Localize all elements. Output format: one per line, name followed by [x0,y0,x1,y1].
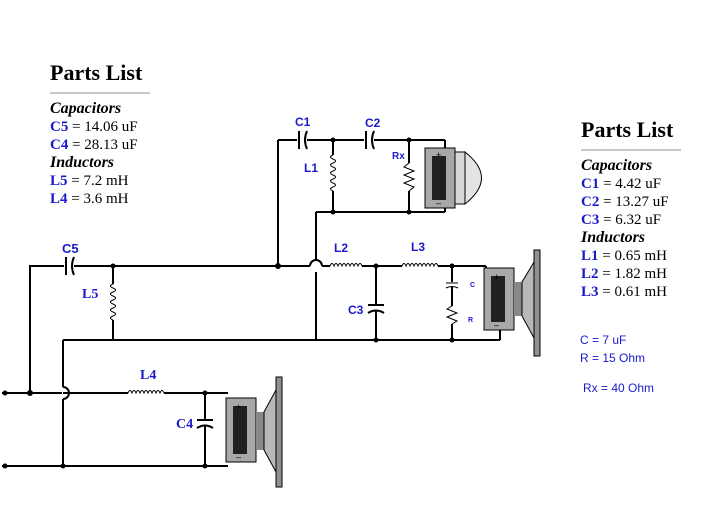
component-notes: C = 7 uF R = 15 Ohm Rx = 40 Ohm [580,331,654,397]
part-ref: L4 [50,191,68,207]
c2-label: C2 [365,116,381,130]
part-ref: C3 [581,212,600,228]
l3-label: L3 [411,240,425,254]
l5-label: L5 [82,287,98,302]
part-value: = 13.27 uF [599,194,669,210]
l2-label: L2 [334,241,348,255]
midrange-speaker-icon: + – [483,249,541,357]
right-capacitor-row: C2 = 13.27 uF [581,193,681,211]
part-value: = 0.65 mH [598,248,667,264]
right-inductors-heading: Inductors [581,229,646,246]
right-parts-list-divider [581,149,681,151]
part-value: = 0.61 mH [598,284,667,300]
part-ref: L3 [581,284,599,300]
left-inductors-heading: Inductors [50,154,115,171]
right-inductor-row: L1 = 0.65 mH [581,247,681,265]
right-capacitor-row: C3 = 6.32 uF [581,211,681,229]
part-value: = 4.42 uF [599,176,662,192]
l1-label: L1 [304,161,318,175]
l4-label: L4 [140,368,156,383]
note-rx-value: Rx = 40 Ohm [583,381,655,395]
part-ref: C5 [50,119,69,135]
right-inductor-row: L2 = 1.82 mH [581,265,681,283]
left-parts-list-divider [50,92,150,94]
tweeter-minus-sign: – [436,198,441,208]
left-inductor-row: L4 = 3.6 mH [50,190,150,208]
input-terminals [2,390,205,469]
right-parts-list: Parts List Capacitors C1 = 4.42 uF C2 = … [581,117,681,301]
right-parts-list-title: Parts List [581,117,674,142]
woofer-plus-sign: + [236,402,241,412]
part-value: = 7.2 mH [67,173,129,189]
rx-label: Rx [392,151,405,162]
c5-capacitor [65,256,75,276]
left-capacitor-row: C4 = 28.13 uF [50,136,150,154]
left-parts-list-title: Parts List [50,60,143,85]
left-capacitor-row: C5 = 14.06 uF [50,118,150,136]
woofer-minus-sign: – [236,452,241,462]
part-value: = 14.06 uF [68,119,138,135]
c-small-label: C [470,282,475,289]
feed-wire [27,259,323,396]
c5-label: C5 [62,241,79,256]
part-value: = 6.32 uF [599,212,662,228]
part-ref: C2 [581,194,600,210]
right-inductor-row: L3 = 0.61 mH [581,283,681,301]
part-ref: C4 [50,137,69,153]
r-small-label: R [468,317,473,324]
midrange-minus-sign: – [494,320,499,330]
right-capacitors-heading: Capacitors [581,157,653,174]
midrange-plus-sign: + [494,272,499,282]
part-ref: C1 [581,176,600,192]
woofer-speaker-icon: + – [225,376,283,488]
woofer-branch [63,390,228,469]
left-parts-list: Parts List Capacitors C5 = 14.06 uF C4 =… [50,60,150,208]
c3-label: C3 [348,303,364,317]
note-r-value: R = 15 Ohm [580,351,646,365]
l5-inductor [110,263,116,340]
midrange-branch [315,263,501,343]
part-value: = 1.82 mH [598,266,667,282]
tweeter-plus-sign: + [436,150,441,160]
tweeter-branch [277,130,446,266]
left-inductor-row: L5 = 7.2 mH [50,172,150,190]
c4-label: C4 [176,417,193,432]
part-ref: L2 [581,266,599,282]
left-capacitors-heading: Capacitors [50,100,122,117]
note-c-value: C = 7 uF [580,333,627,347]
tweeter-speaker-icon: + – [424,147,482,209]
c1-label: C1 [295,115,311,129]
part-ref: L1 [581,248,599,264]
right-capacitor-row: C1 = 4.42 uF [581,175,681,193]
part-value: = 3.6 mH [67,191,129,207]
part-value: = 28.13 uF [68,137,138,153]
part-ref: L5 [50,173,68,189]
